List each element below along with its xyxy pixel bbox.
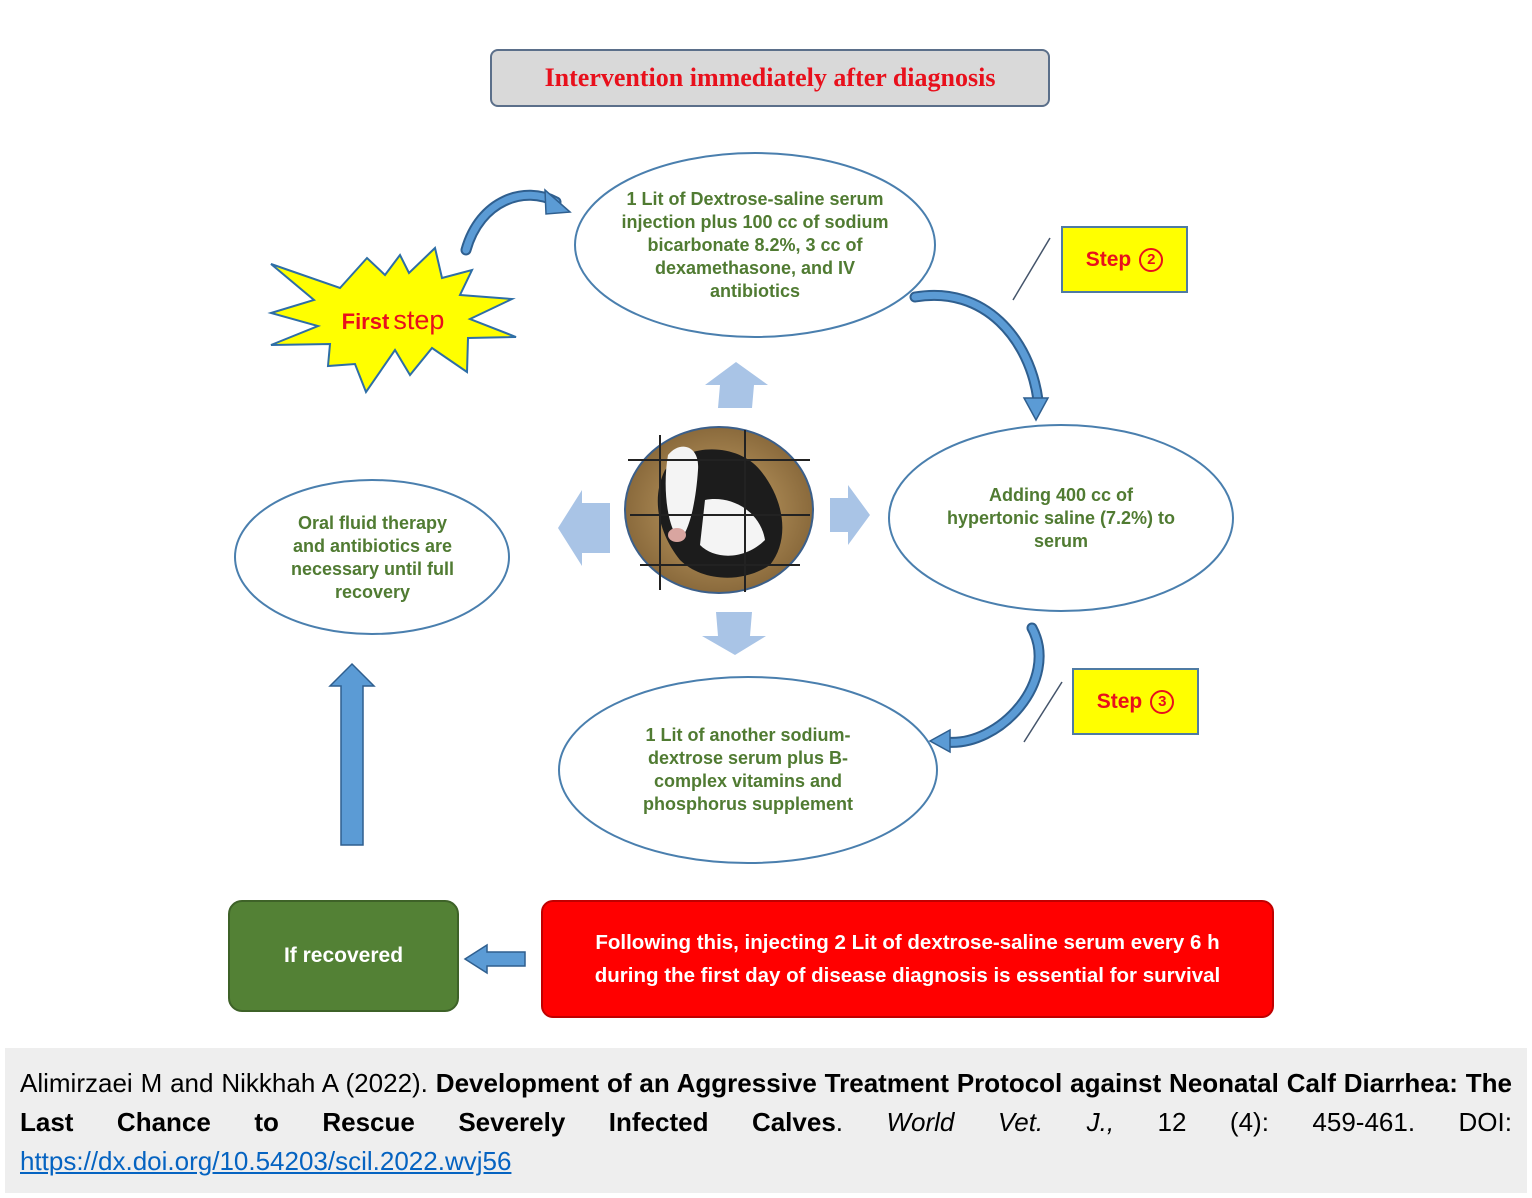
curved-arrow-to-step-1 xyxy=(460,188,572,256)
step-2-label: Step 2 xyxy=(1061,226,1188,293)
ellipse-step-1 xyxy=(574,152,936,338)
if-recovered-box: If recovered xyxy=(228,900,459,1012)
step-3-number: 3 xyxy=(1150,689,1175,714)
curved-arrow-to-step-3 xyxy=(928,622,1045,754)
radial-arrow-down xyxy=(702,612,766,655)
citation-title: Development of an Aggressive Treatment P… xyxy=(20,1068,1512,1137)
following-instruction-box: Following this, injecting 2 Lit of dextr… xyxy=(541,900,1274,1018)
ellipse-step-2 xyxy=(888,424,1234,612)
step-2-callout-line xyxy=(1012,237,1051,301)
citation-volume: 12 (4): 459-461. DOI: xyxy=(1114,1107,1512,1137)
citation: Alimirzaei M and Nikkhah A (2022). Devel… xyxy=(5,1048,1527,1193)
step-2-number: 2 xyxy=(1139,247,1164,272)
citation-authors: Alimirzaei M and Nikkhah A (2022). xyxy=(20,1068,436,1098)
up-arrow-to-oral-therapy xyxy=(328,662,376,846)
first-step-starburst xyxy=(267,246,517,395)
first-step-word2: step xyxy=(393,305,445,335)
step-2-text: Adding 400 cc of hypertonic saline (7.2%… xyxy=(946,484,1176,551)
diagram-title: Intervention immediately after diagnosis xyxy=(490,49,1050,107)
oral-therapy-text: Oral fluid therapy and antibiotics are n… xyxy=(290,513,455,602)
radial-arrow-left xyxy=(558,490,610,566)
step-2-word: Step xyxy=(1085,247,1132,271)
first-step-word1: First xyxy=(341,309,390,334)
step-3-word: Step xyxy=(1096,689,1143,713)
step-3-label: Step 3 xyxy=(1072,668,1199,735)
ellipse-oral-therapy xyxy=(234,479,510,635)
radial-arrow-right xyxy=(830,485,870,545)
left-arrow-to-recovered xyxy=(463,943,526,975)
step-1-text: 1 Lit of Dextrose-saline serum injection… xyxy=(621,188,889,301)
ellipse-step-3 xyxy=(558,676,938,864)
curved-arrow-to-step-2 xyxy=(909,289,1050,422)
citation-doi-link[interactable]: https://dx.doi.org/10.54203/scil.2022.wv… xyxy=(20,1146,512,1176)
step-3-callout-line xyxy=(1023,681,1063,743)
citation-journal: World Vet. J., xyxy=(886,1107,1115,1137)
calf-photo xyxy=(624,426,814,594)
step-3-text: 1 Lit of another sodium-dextrose serum p… xyxy=(642,725,853,814)
radial-arrow-up xyxy=(705,362,768,408)
